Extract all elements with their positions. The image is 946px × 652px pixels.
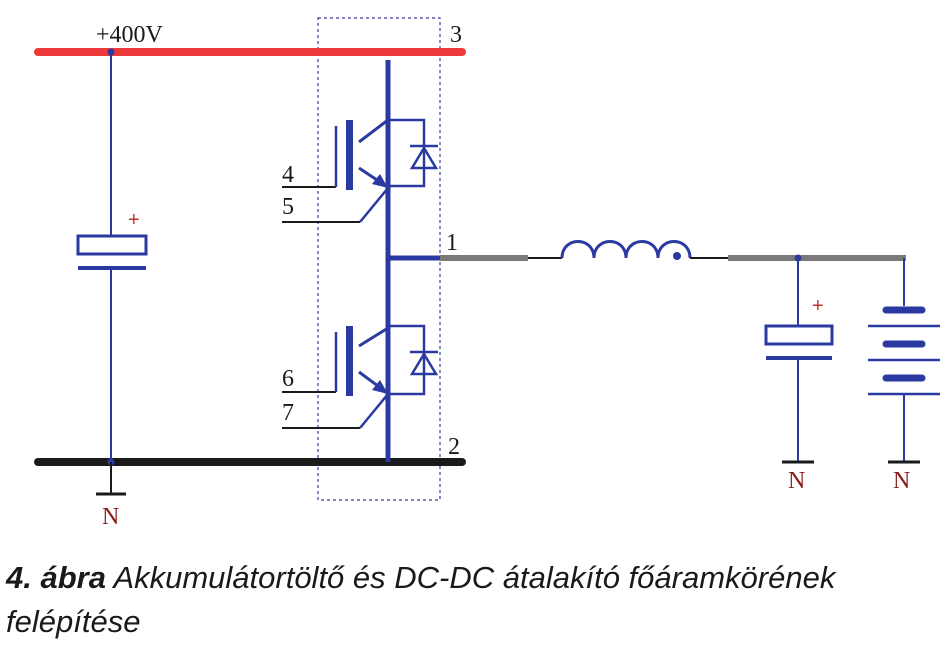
inductor-dot — [673, 252, 681, 260]
gate-4-label: 4 — [282, 162, 294, 188]
voltage-label: +400V — [96, 22, 164, 48]
figure-caption: 4. ábra Akkumulátortöltő és DC-DC átalak… — [6, 556, 936, 644]
terminal-3-label: 3 — [450, 22, 462, 48]
emitter-5-label: 5 — [282, 194, 294, 220]
ground-symbol-left — [96, 462, 126, 496]
output-capacitor — [764, 258, 834, 464]
circuit-diagram: + N — [34, 17, 940, 530]
ground-label-left: N — [102, 504, 119, 530]
output-cap-plus: + — [812, 295, 824, 317]
igbt-upper — [282, 118, 389, 223]
gate-6-label: 6 — [282, 366, 294, 392]
dc-link-cap-plus: + — [128, 209, 140, 231]
igbt-lower — [282, 326, 389, 429]
terminal-2-label: 2 — [448, 434, 460, 460]
inductor — [560, 240, 692, 259]
terminal-1-label: 1 — [446, 230, 458, 256]
figure-number: 4. ábra — [6, 560, 106, 595]
diode-upper — [388, 118, 439, 188]
dc-link-capacitor — [76, 52, 148, 462]
ground-label-battery: N — [893, 468, 910, 494]
emitter-7-label: 7 — [282, 400, 294, 426]
ground-label-cap: N — [788, 468, 805, 494]
battery — [868, 258, 940, 464]
figure-caption-text: Akkumulátortöltő és DC-DC átalakító főár… — [6, 560, 836, 639]
diode-lower — [388, 324, 439, 396]
